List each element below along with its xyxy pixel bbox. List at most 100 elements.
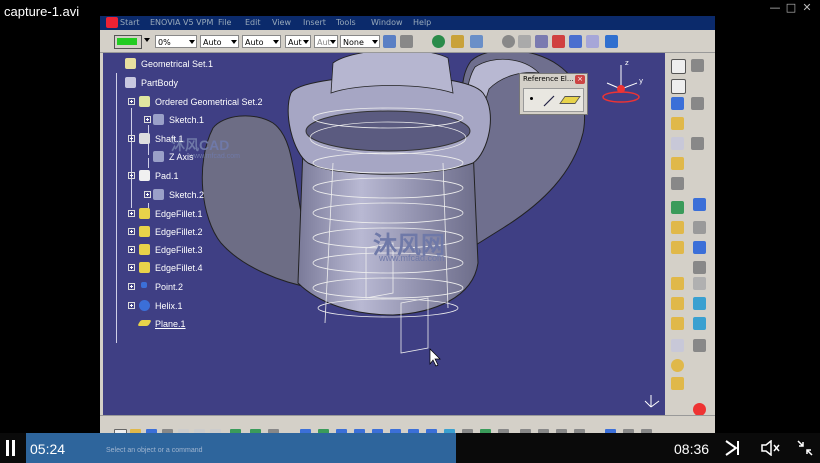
minimize-icon[interactable]: —	[769, 1, 781, 14]
refresh-icon[interactable]	[502, 35, 515, 48]
sketcher-icon[interactable]	[671, 59, 686, 74]
tree-item-point-2[interactable]: Point.2	[155, 282, 184, 292]
tree-item-helix-1[interactable]: Helix.1	[155, 301, 183, 311]
tree-item-z-axis[interactable]: Z Axis	[169, 152, 194, 162]
print-icon[interactable]	[162, 429, 173, 436]
linetype-select[interactable]: Auto	[200, 35, 239, 48]
point-button[interactable]	[530, 97, 533, 100]
menu-file[interactable]: File	[218, 18, 232, 27]
swap-space-icon[interactable]	[498, 429, 509, 436]
painter-icon[interactable]	[383, 35, 396, 48]
menu-tools[interactable]: Tools	[336, 18, 356, 27]
hide-show-icon[interactable]	[480, 429, 491, 436]
copy-icon[interactable]	[194, 429, 205, 436]
user-selection-icon[interactable]	[671, 97, 684, 110]
measure-between-icon[interactable]	[535, 35, 548, 48]
fly-mode-icon[interactable]	[318, 429, 329, 436]
expand-icon[interactable]	[128, 210, 135, 217]
expand-icon[interactable]	[144, 116, 151, 123]
undo-icon[interactable]	[230, 429, 241, 436]
expand-icon[interactable]	[128, 228, 135, 235]
tree-item-pad-1[interactable]: Pad.1	[155, 171, 179, 181]
fit-all-icon[interactable]	[336, 429, 347, 436]
tree-item-sketch-1[interactable]: Sketch.1	[169, 115, 205, 125]
tree-icon[interactable]	[569, 35, 582, 48]
rotate-icon[interactable]	[372, 429, 383, 436]
axis-point-icon[interactable]	[671, 359, 684, 372]
save-icon[interactable]	[146, 429, 157, 436]
draft-icon[interactable]	[671, 297, 684, 310]
expand-icon[interactable]	[128, 98, 135, 105]
hole-tool-icon[interactable]	[671, 177, 684, 190]
eraser-icon[interactable]	[605, 35, 618, 48]
tree-item-shaft-1[interactable]: Shaft.1	[155, 134, 184, 144]
zoom-out-icon[interactable]	[408, 429, 419, 436]
chamfer-icon[interactable]	[693, 277, 706, 290]
tree-item-partbody[interactable]: PartBody	[141, 78, 179, 88]
groove-tool-icon[interactable]	[691, 137, 704, 150]
apply-material-icon[interactable]	[641, 429, 652, 436]
analysis-icon[interactable]	[623, 429, 634, 436]
tree-item-geometrical-set-1[interactable]: Geometrical Set.1	[141, 59, 214, 69]
slot-tool-icon[interactable]	[693, 198, 706, 211]
tools-icon[interactable]	[538, 429, 549, 436]
redo-icon[interactable]	[250, 429, 261, 436]
swap-icon[interactable]	[691, 97, 704, 110]
color-swatch[interactable]	[114, 35, 142, 49]
replace-face-icon[interactable]	[693, 339, 706, 352]
iso-view-icon[interactable]	[444, 429, 455, 436]
measure-tool-icon[interactable]	[693, 403, 706, 416]
update-icon[interactable]	[300, 429, 311, 436]
maximize-icon[interactable]: □	[785, 1, 797, 14]
menu-insert[interactable]: Insert	[303, 18, 326, 27]
tree-item-edgefillet-2[interactable]: EdgeFillet.2	[155, 227, 203, 237]
shading-icon[interactable]	[462, 429, 473, 436]
expand-icon[interactable]	[128, 264, 135, 271]
sketch-toolbar-icon[interactable]	[586, 35, 599, 48]
rib-tool-icon[interactable]	[671, 201, 684, 214]
thickness-icon[interactable]	[671, 317, 684, 330]
edge-fillet-icon[interactable]	[671, 277, 684, 290]
close-icon[interactable]: ✕	[802, 1, 812, 14]
transparency-select[interactable]: 0%	[155, 35, 197, 48]
pad-tool-icon[interactable]	[671, 117, 684, 130]
extra-select[interactable]: Aut	[314, 35, 338, 48]
stiffener-tool-icon[interactable]	[671, 221, 684, 234]
progress-bar[interactable]	[26, 433, 456, 463]
settings-icon[interactable]	[520, 429, 531, 436]
plane-button[interactable]	[559, 96, 581, 104]
line-button[interactable]	[542, 93, 556, 107]
volume-icon[interactable]	[760, 439, 782, 457]
tree-item-edgefillet-4[interactable]: EdgeFillet.4	[155, 263, 203, 273]
tree-item-edgefillet-1[interactable]: EdgeFillet.1	[155, 209, 203, 219]
whats-this-icon[interactable]	[268, 429, 279, 436]
menu-help[interactable]: Help	[413, 18, 432, 27]
expand-icon[interactable]	[128, 302, 135, 309]
expand-icon[interactable]	[128, 246, 135, 253]
plane-tool-icon[interactable]	[671, 377, 684, 390]
pan-icon[interactable]	[354, 429, 365, 436]
expand-icon[interactable]	[128, 283, 135, 290]
tree-item-sketch-2[interactable]: Sketch.2	[169, 190, 205, 200]
close-icon[interactable]: ×	[575, 75, 585, 84]
new-icon[interactable]	[114, 429, 127, 436]
pocket-tool-icon[interactable]	[671, 137, 684, 150]
positioned-sketch-icon[interactable]	[671, 79, 686, 94]
shell-icon[interactable]	[693, 297, 706, 310]
remove-face-icon[interactable]	[671, 339, 684, 352]
normal-view-icon[interactable]	[426, 429, 437, 436]
expand-icon[interactable]	[128, 135, 135, 142]
menu-edit[interactable]: Edit	[245, 18, 261, 27]
expand-icon[interactable]	[128, 172, 135, 179]
properties-icon[interactable]	[400, 35, 413, 48]
measure-item-icon[interactable]	[552, 35, 565, 48]
zoom-in-icon[interactable]	[390, 429, 401, 436]
macro-icon[interactable]	[574, 429, 585, 436]
lineweight-select[interactable]: Auto	[242, 35, 281, 48]
exit-fullscreen-icon[interactable]	[797, 440, 813, 456]
menu-start[interactable]: Start	[120, 18, 140, 27]
menu-window[interactable]: Window	[371, 18, 403, 27]
exit-workbench-icon[interactable]	[691, 59, 704, 72]
thread-icon[interactable]	[693, 317, 706, 330]
pointstyle-select[interactable]: Aut	[285, 35, 311, 48]
